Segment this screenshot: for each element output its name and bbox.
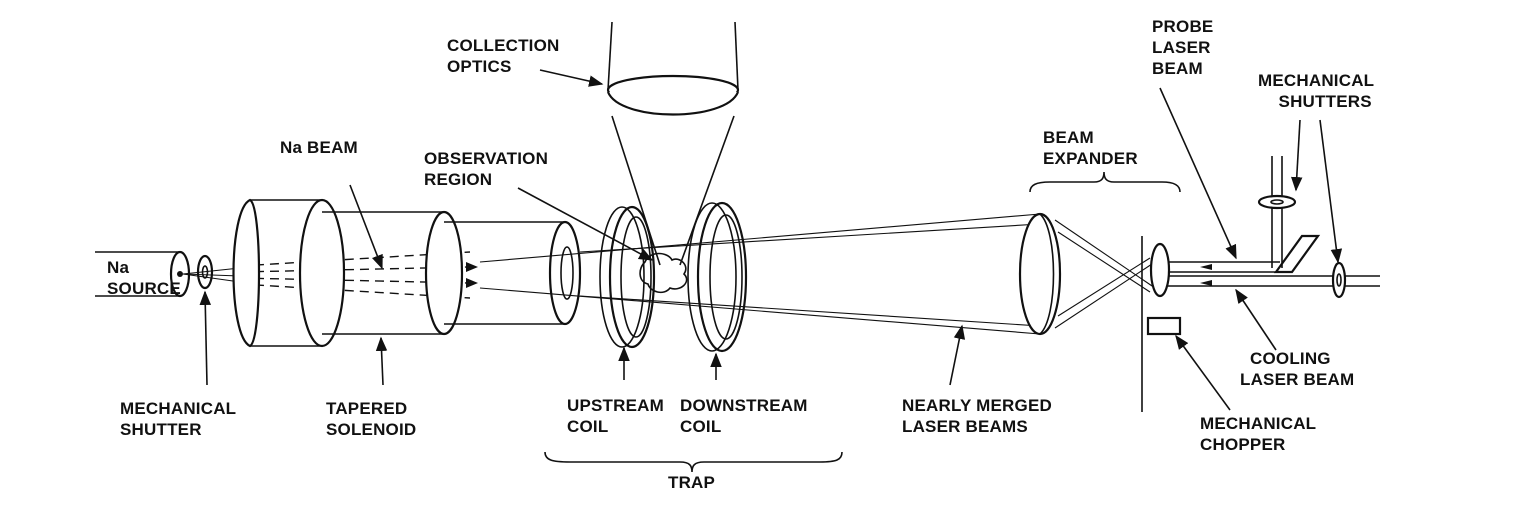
nearly-merged-laser-beams: [479, 213, 1041, 335]
label-downstream-coil: DOWNSTREAM COIL: [680, 396, 808, 436]
upstream-coil: [599, 205, 656, 349]
label-observation-region: OBSERVATION REGION: [424, 149, 549, 189]
label-na-source: Na SOURCE: [107, 258, 181, 298]
label-tapered-solenoid: TAPERED SOLENOID: [326, 399, 417, 439]
observation-region-cloud: [639, 252, 688, 294]
label-probe-laser-beam: PROBE LASER BEAM: [1152, 17, 1214, 78]
beam-expander-lens: [1018, 212, 1156, 336]
vertical-shutter: [1257, 156, 1297, 268]
tapered-solenoid: [232, 198, 582, 348]
label-mechanical-shutter: MECHANICAL SHUTTER: [120, 399, 237, 439]
label-trap: TRAP: [668, 473, 716, 492]
label-cooling-laser-beam: COOLING LASER BEAM: [1240, 349, 1355, 389]
expander-brace: [1029, 171, 1181, 193]
downstream-coil: [687, 201, 748, 353]
collection-optics: [606, 21, 740, 266]
label-mechanical-chopper: MECHANICAL CHOPPER: [1200, 414, 1317, 454]
label-collection-optics: COLLECTION OPTICS: [447, 36, 560, 76]
label-beam-expander: BEAM EXPANDER: [1043, 128, 1138, 168]
label-arrows: [199, 69, 1343, 411]
na-beam-lines: [182, 251, 478, 299]
mechanical-chopper-bar: [1141, 236, 1182, 412]
label-na-beam: Na BEAM: [280, 138, 358, 157]
probe-cooling-beams: [1168, 261, 1380, 287]
trap-brace: [544, 451, 843, 473]
small-lens: [1149, 242, 1171, 298]
label-nearly-merged-laser-beams: NEARLY MERGED LASER BEAMS: [902, 396, 1052, 436]
label-mechanical-shutters: MECHANICAL SHUTTERS: [1258, 71, 1375, 111]
label-upstream-coil: UPSTREAM COIL: [567, 396, 664, 436]
end-shutter: [1331, 261, 1347, 299]
beam-splitter-mirror: [1273, 234, 1321, 274]
